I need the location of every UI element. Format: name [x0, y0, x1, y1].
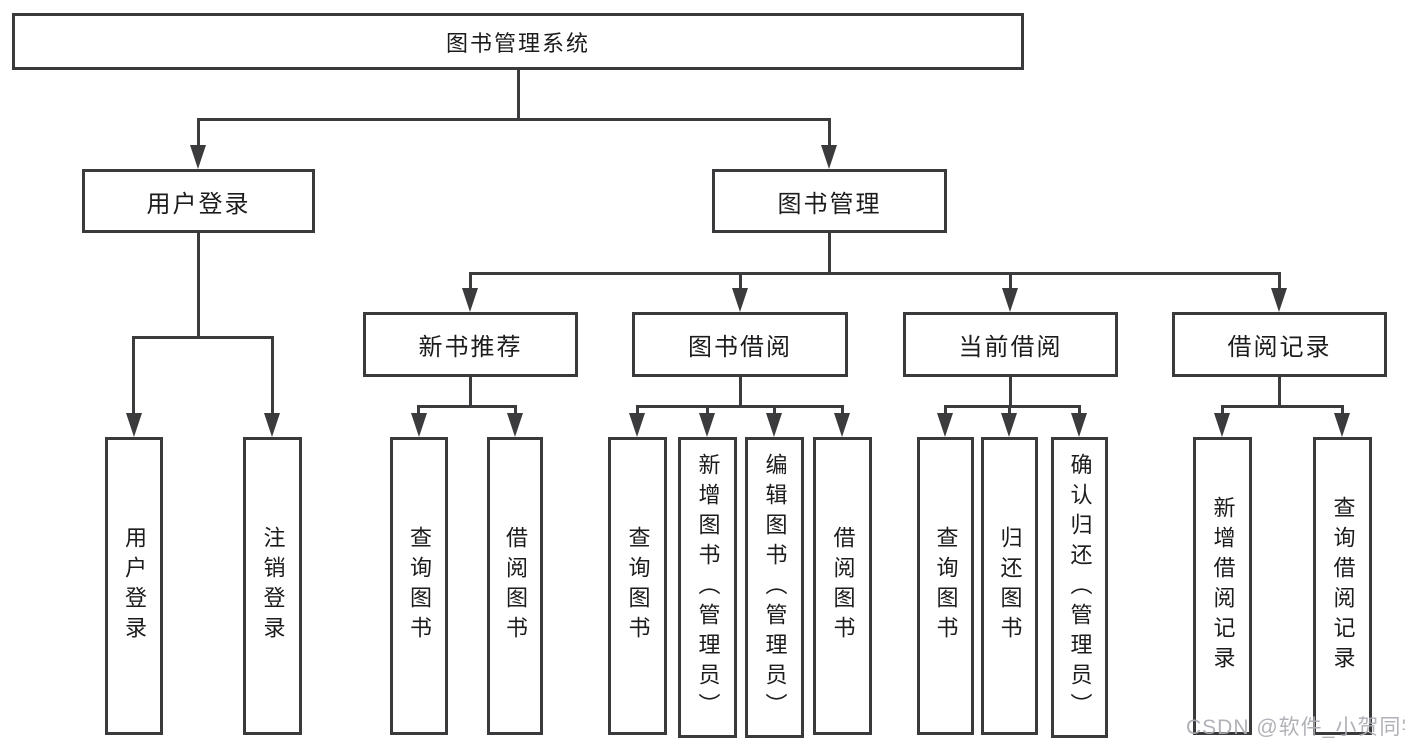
- arrow-down-icon: [732, 288, 748, 312]
- node-new-book-recommend: 新书推荐: [363, 312, 578, 377]
- connector-line: [1221, 405, 1342, 408]
- arrow-down-icon: [821, 145, 837, 169]
- arrow-down-icon: [834, 413, 850, 437]
- node-current-borrowing: 当前借阅: [903, 312, 1118, 377]
- leaf-confirm-return-admin: 确认归还（管理员）: [1051, 437, 1108, 738]
- leaf-query-books-recommend: 查询图书: [390, 437, 448, 735]
- connector-line: [418, 405, 517, 408]
- connector-line: [271, 336, 274, 413]
- arrow-down-icon: [462, 288, 478, 312]
- connector-line: [1278, 272, 1281, 290]
- connector-line: [706, 405, 709, 415]
- leaf-return-books: 归还图书: [981, 437, 1038, 735]
- arrow-down-icon: [190, 145, 206, 169]
- leaf-add-borrow-record: 新增借阅记录: [1193, 437, 1252, 735]
- connector-line: [841, 405, 844, 415]
- csdn-watermark: CSDN @软件_小贺同学: [1186, 716, 1405, 739]
- connector-line: [1278, 377, 1281, 405]
- connector-line: [1009, 377, 1012, 405]
- node-library-management-system: 图书管理系统: [12, 13, 1024, 70]
- connector-line: [469, 377, 472, 405]
- leaf-logout: 注销登录: [243, 437, 302, 735]
- leaf-label: 查询借阅记录: [1330, 496, 1356, 676]
- arrow-down-icon: [1001, 413, 1017, 437]
- leaf-label: 归还图书: [997, 526, 1023, 646]
- leaf-query-borrow-record: 查询借阅记录: [1313, 437, 1372, 735]
- connector-line: [1221, 405, 1224, 415]
- arrow-down-icon: [126, 413, 142, 437]
- leaf-query-books-current: 查询图书: [917, 437, 974, 735]
- connector-line: [739, 272, 742, 290]
- leaf-label: 查询图书: [625, 526, 651, 646]
- arrow-down-icon: [1002, 288, 1018, 312]
- connector-line: [417, 405, 420, 415]
- leaf-label: 注销登录: [260, 526, 286, 646]
- connector-line: [636, 405, 639, 415]
- arrow-down-icon: [411, 413, 427, 437]
- node-label: 图书管理: [777, 190, 882, 218]
- leaf-label: 确认归还（管理员）: [1067, 452, 1093, 723]
- leaf-borrow-books: 借阅图书: [813, 437, 872, 735]
- arrow-down-icon: [1334, 413, 1350, 437]
- leaf-label: 查询图书: [407, 526, 432, 646]
- node-borrowing-records: 借阅记录: [1172, 312, 1387, 377]
- leaf-label: 新增借阅记录: [1210, 496, 1236, 676]
- leaf-add-books-admin: 新增图书（管理员）: [678, 437, 737, 738]
- arrow-down-icon: [629, 413, 645, 437]
- connector-line: [773, 405, 776, 415]
- node-label: 图书管理系统: [445, 30, 590, 56]
- connector-line: [517, 70, 520, 118]
- node-label: 当前借阅: [958, 334, 1063, 361]
- node-user-login: 用户登录: [82, 169, 315, 233]
- arrow-down-icon: [937, 413, 953, 437]
- leaf-query-books-borrowing: 查询图书: [608, 437, 667, 735]
- connector-line: [828, 118, 831, 146]
- connector-line: [1078, 405, 1081, 415]
- leaf-label: 查询图书: [933, 526, 959, 646]
- leaf-label: 新增图书（管理员）: [695, 452, 721, 723]
- arrow-down-icon: [699, 413, 715, 437]
- connector-line: [944, 405, 1080, 408]
- connector-line: [469, 272, 472, 290]
- connector-line: [1341, 405, 1344, 415]
- node-label: 用户登录: [146, 190, 251, 218]
- connector-line: [636, 405, 844, 408]
- leaf-label: 借阅图书: [830, 526, 856, 646]
- connector-line: [739, 377, 742, 405]
- connector-line: [514, 405, 517, 415]
- leaf-label: 编辑图书（管理员）: [762, 452, 788, 723]
- node-book-borrowing: 图书借阅: [632, 312, 848, 377]
- connector-line: [828, 233, 831, 272]
- leaf-borrow-books-recommend: 借阅图书: [487, 437, 543, 735]
- arrow-down-icon: [264, 413, 280, 437]
- arrow-down-icon: [1071, 413, 1087, 437]
- arrow-down-icon: [766, 413, 782, 437]
- connector-line: [470, 272, 1281, 275]
- arrow-down-icon: [507, 413, 523, 437]
- node-book-management: 图书管理: [712, 169, 947, 233]
- connector-line: [197, 118, 200, 146]
- connector-line: [1008, 405, 1011, 415]
- node-label: 图书借阅: [688, 334, 792, 361]
- node-label: 新书推荐: [418, 334, 523, 361]
- node-label: 借阅记录: [1227, 334, 1332, 361]
- connector-line: [944, 405, 947, 415]
- arrow-down-icon: [1214, 413, 1230, 437]
- connector-line: [133, 336, 274, 339]
- arrow-down-icon: [1271, 288, 1287, 312]
- leaf-user-login: 用户登录: [105, 437, 163, 735]
- leaf-label: 借阅图书: [503, 526, 528, 646]
- connector-line: [197, 118, 831, 121]
- leaf-label: 用户登录: [122, 526, 147, 646]
- leaf-edit-books-admin: 编辑图书（管理员）: [745, 437, 804, 738]
- connector-line: [197, 233, 200, 336]
- connector-line: [132, 336, 135, 413]
- connector-line: [1009, 272, 1012, 290]
